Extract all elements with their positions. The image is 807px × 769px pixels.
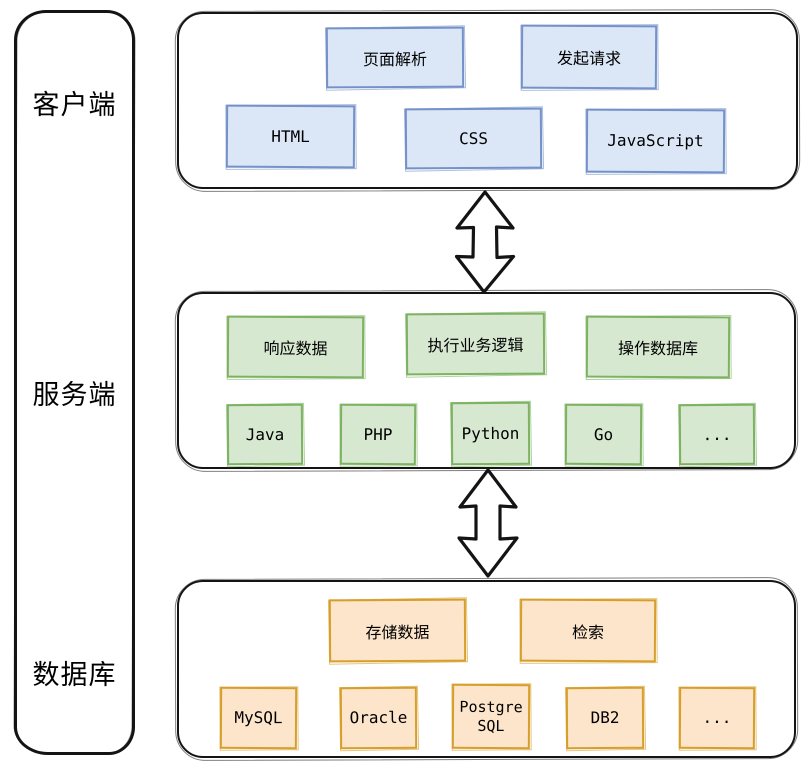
database-tier-panel: 存储数据 检索 MySQL Oracle PostgreSQL DB2 ... [177,580,796,758]
box-db-more: ... [678,686,756,750]
box-mysql: MySQL [219,686,298,750]
box-server-more: ... [678,403,756,466]
box-retrieve: 检索 [519,598,657,663]
box-css: CSS [404,107,543,170]
layer-rail: 客户端 服务端 数据库 [14,10,135,755]
box-javascript: JavaScript [585,108,726,174]
box-page-parse: 页面解析 [325,26,465,89]
server-tier-panel: 响应数据 执行业务逻辑 操作数据库 Java PHP Python Go ... [177,292,796,469]
client-server-double-arrow-icon [454,190,516,294]
server-database-double-arrow-icon [457,468,519,578]
rail-label-database: 数据库 [32,660,117,690]
box-php: PHP [339,403,417,466]
box-operate-db: 操作数据库 [585,315,731,379]
box-python: Python [450,401,531,466]
box-business-logic: 执行业务逻辑 [405,312,546,376]
box-db2: DB2 [565,686,645,750]
rail-label-server: 服务端 [32,380,117,410]
box-respond-data: 响应数据 [226,315,365,379]
box-go: Go [564,403,643,466]
box-java: Java [226,403,304,466]
client-tier-panel: 页面解析 发起请求 HTML CSS JavaScript [177,12,798,189]
rail-label-client: 客户端 [32,90,117,120]
box-html: HTML [225,104,356,169]
box-oracle: Oracle [339,686,418,750]
box-send-request: 发起请求 [520,24,658,90]
box-postgresql: PostgreSQL [451,683,531,750]
box-store-data: 存储数据 [328,598,467,663]
